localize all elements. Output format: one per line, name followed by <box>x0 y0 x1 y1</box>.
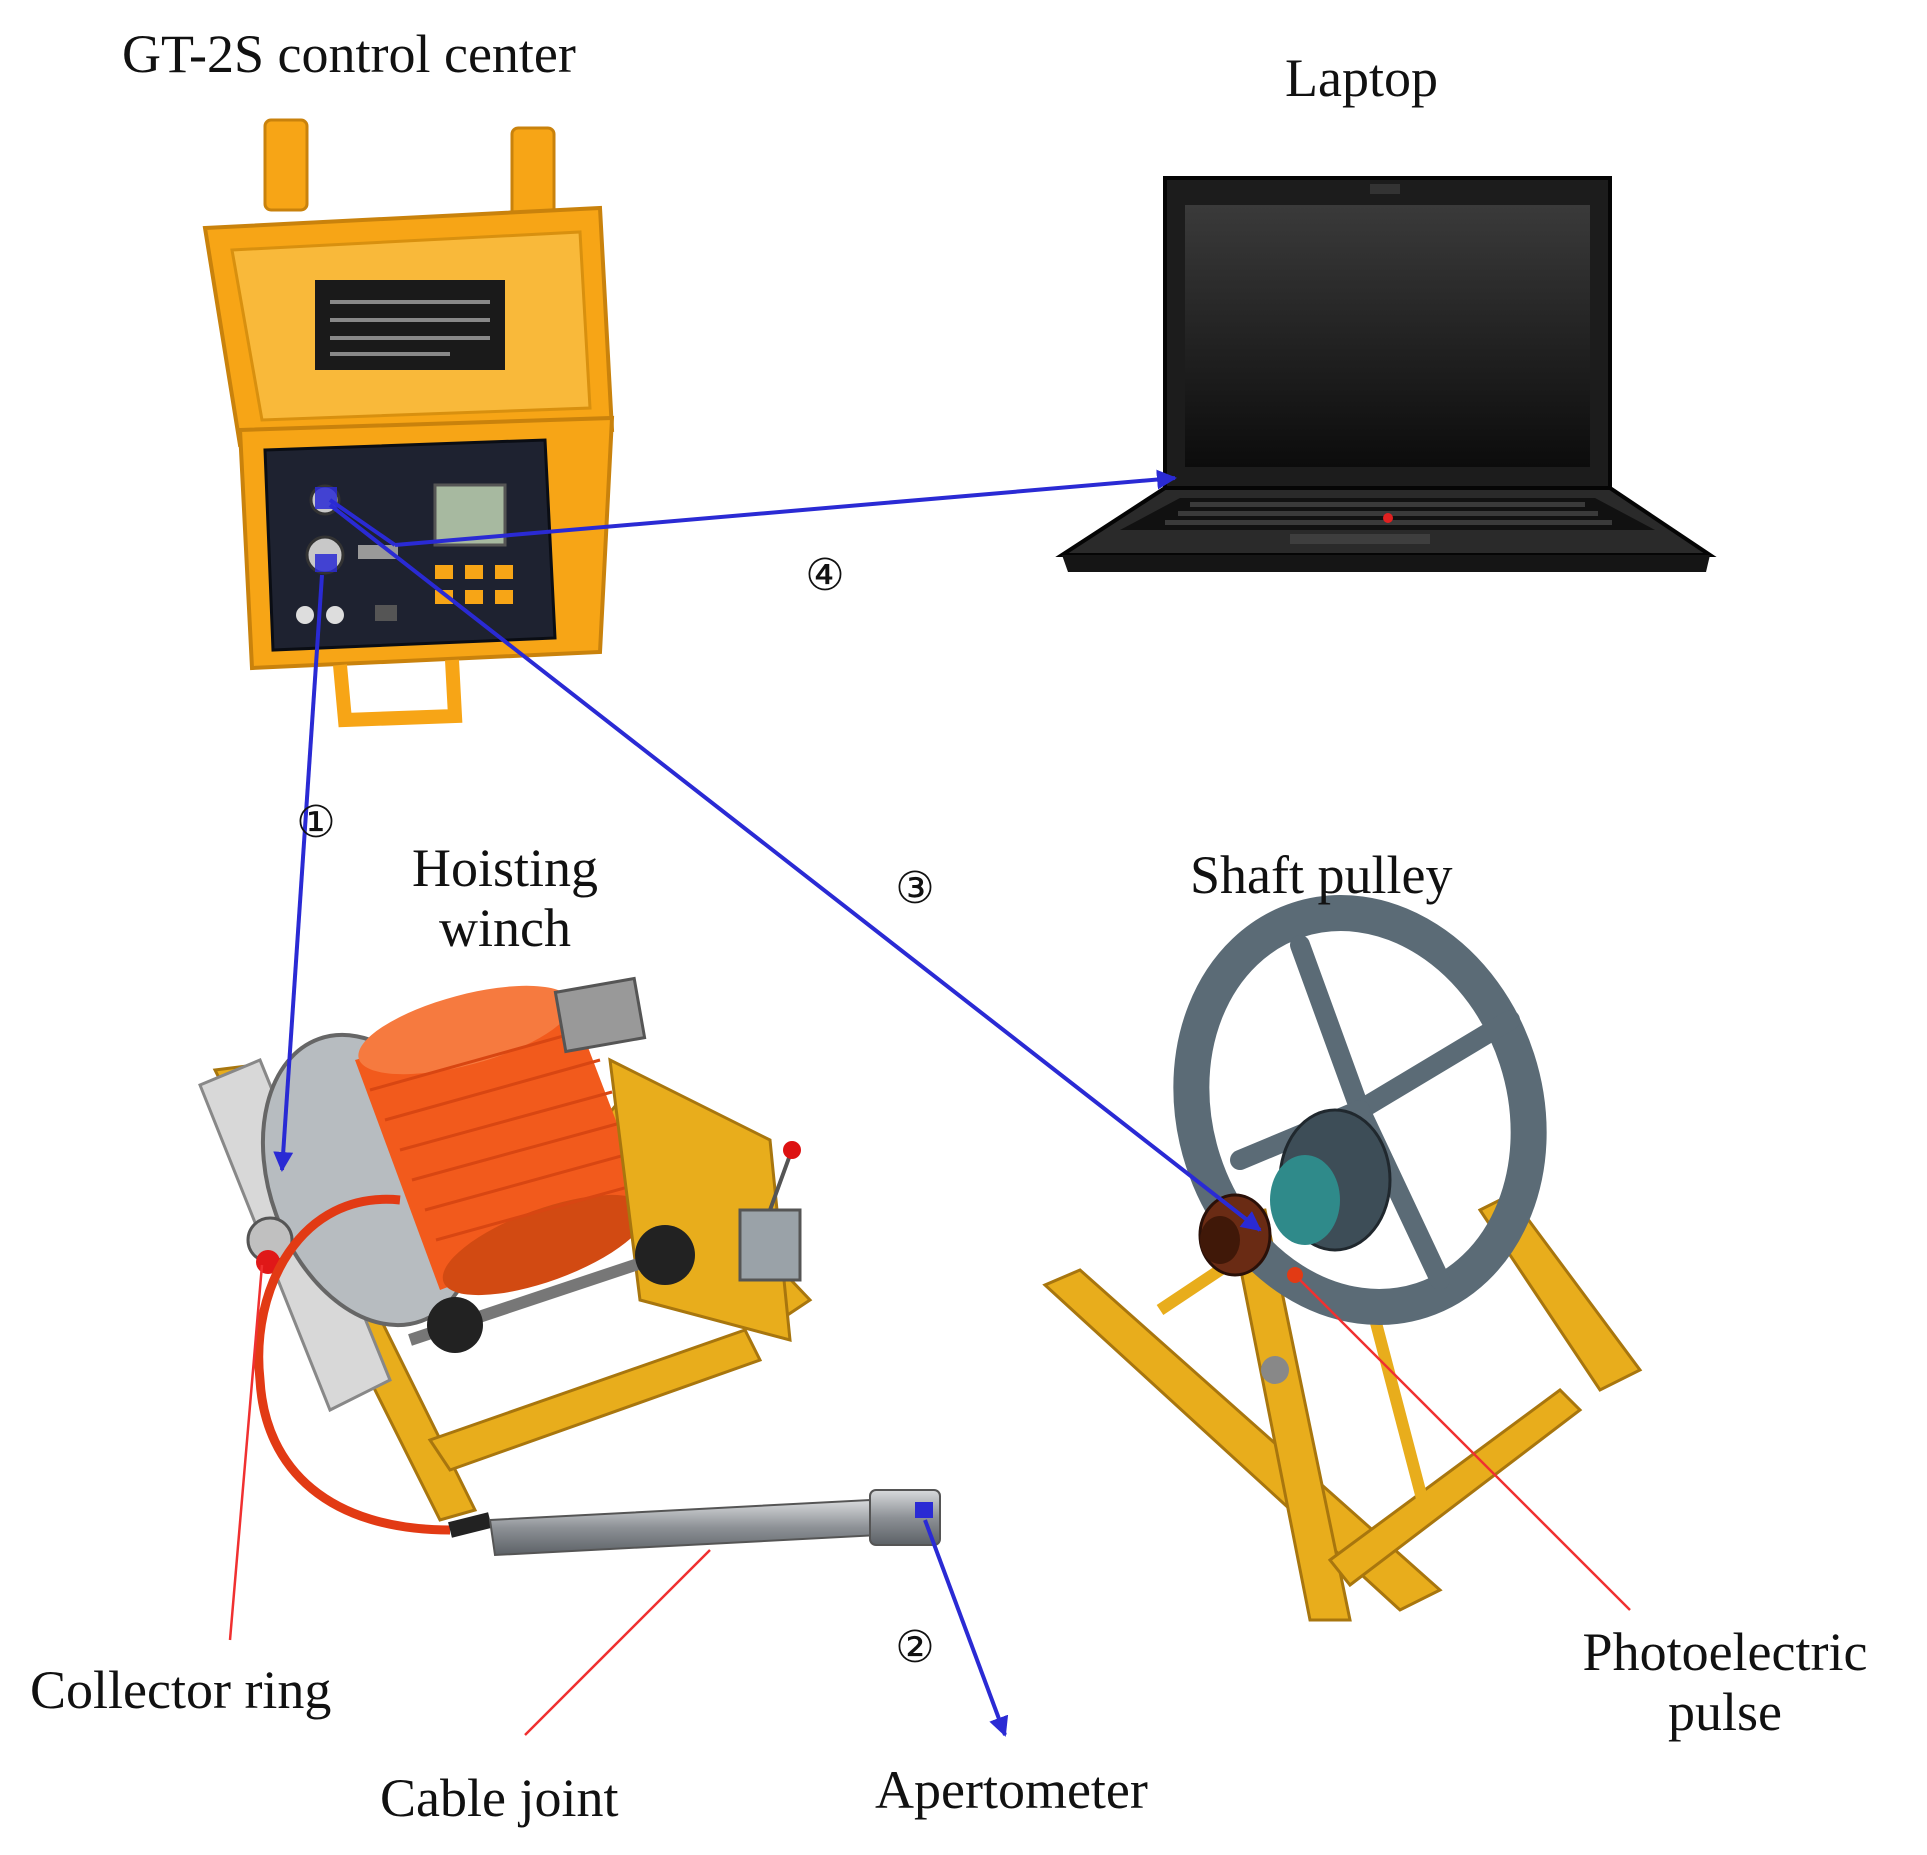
laptop-device <box>1055 176 1717 572</box>
marker-1: ① <box>296 797 335 848</box>
hoisting-winch-label-line1: Hoisting <box>411 838 599 898</box>
marker-3: ③ <box>895 863 934 914</box>
hoisting-winch-label: Hoisting winch <box>375 838 635 959</box>
pointer-lines <box>228 1264 1631 1736</box>
photoelectric-pulse-label-line1: Photoelectric <box>1582 1622 1868 1682</box>
connection-3-line <box>328 503 1262 1232</box>
cable-joint-pointer <box>524 1549 711 1736</box>
photoelectric-pointer <box>1299 1279 1631 1611</box>
connection-4-stub <box>328 498 397 547</box>
shaft-pulley-device <box>1042 895 1643 1622</box>
collector-ring-label: Collector ring <box>30 1660 332 1720</box>
connection-arrows <box>273 469 1262 1737</box>
connection-1-line <box>273 574 324 1172</box>
control-center-label: GT-2S control center <box>122 24 576 84</box>
marker-2: ② <box>895 1622 934 1673</box>
control-center-device <box>202 118 615 728</box>
connection-markers: ① ② ③ ④ <box>296 550 934 1673</box>
marker-4: ④ <box>805 550 844 601</box>
collector-ring-pointer <box>228 1264 264 1641</box>
cable-joint-label: Cable joint <box>380 1768 619 1828</box>
photoelectric-pulse-label-line2: pulse <box>1668 1682 1782 1743</box>
hoisting-winch-label-line2: winch <box>439 898 571 959</box>
shaft-pulley-label: Shaft pulley <box>1190 845 1453 905</box>
connection-2-line <box>923 1519 1009 1737</box>
laptop-label: Laptop <box>1285 48 1438 108</box>
connection-4-line <box>394 469 1177 547</box>
apertometer-label: Apertometer <box>875 1760 1148 1820</box>
hoisting-winch-device <box>198 976 941 1557</box>
photoelectric-pulse-label: Photoelectric pulse <box>1545 1622 1905 1743</box>
